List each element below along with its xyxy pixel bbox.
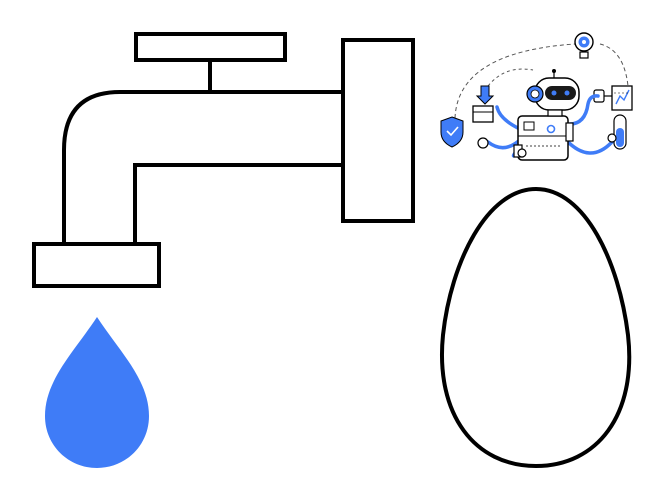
faucet-icon: [32, 32, 415, 288]
gear-icon: [574, 32, 594, 59]
robot-arm-right: [564, 94, 614, 155]
robot-automation-icon: [440, 32, 633, 161]
faucet-handle: [134, 32, 287, 62]
faucet-nozzle: [32, 242, 161, 288]
shield-icon: [440, 116, 464, 148]
water-drop-icon: [45, 317, 149, 468]
robot-hand-right: [607, 133, 617, 143]
robot-hand-left: [477, 137, 489, 149]
faucet-wall-plate: [341, 38, 415, 223]
robot-head-icon: [526, 69, 580, 117]
dashed-path-inner: [487, 68, 534, 87]
faucet-spout: [62, 90, 343, 246]
egg-outline-icon: [440, 186, 632, 469]
robot-body: [513, 115, 574, 161]
robot-hand-bottom: [517, 148, 527, 158]
test-tube-icon: [613, 114, 627, 150]
box-icon: [472, 85, 495, 123]
dashed-path-left: [454, 43, 576, 119]
chart-board-icon: [611, 85, 633, 111]
dashed-path-right: [599, 43, 629, 87]
